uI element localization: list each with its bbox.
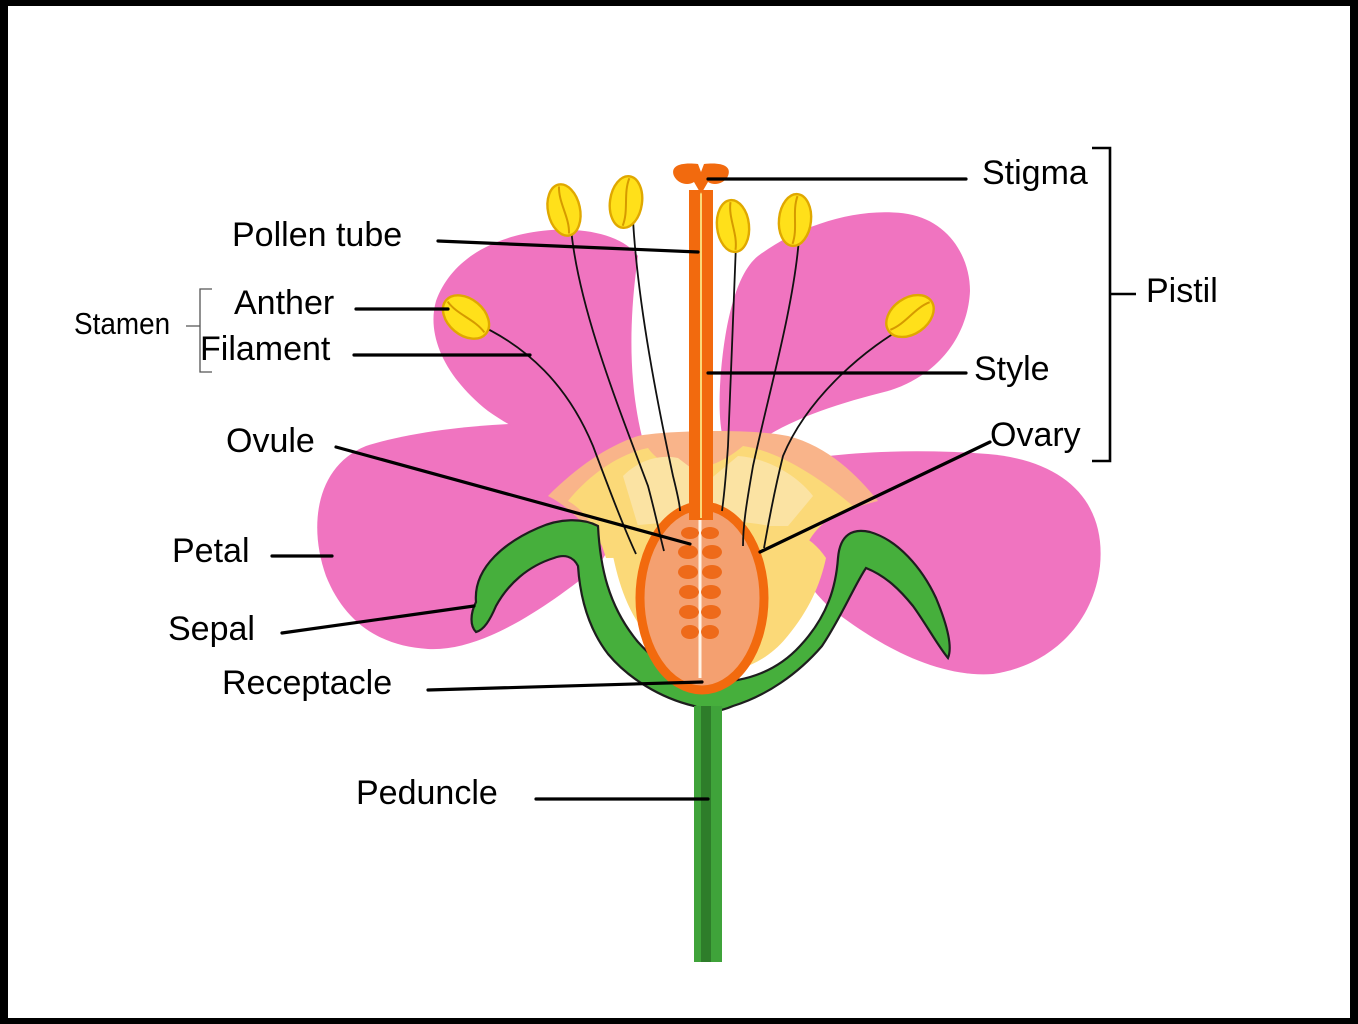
label-anther: Anther bbox=[234, 286, 334, 320]
pistil-bracket bbox=[1092, 148, 1136, 461]
label-stamen: Stamen bbox=[74, 308, 170, 339]
label-peduncle: Peduncle bbox=[356, 776, 498, 810]
ovary bbox=[640, 506, 764, 690]
label-sepal: Sepal bbox=[168, 612, 255, 646]
petal-upper-right bbox=[720, 212, 970, 461]
label-style: Style bbox=[974, 352, 1050, 386]
diagram-frame: Stigma Pollen tube Stamen Anther Filamen… bbox=[8, 6, 1350, 1018]
label-filament: Filament bbox=[200, 332, 330, 366]
label-ovule: Ovule bbox=[226, 424, 315, 458]
label-pollen-tube: Pollen tube bbox=[232, 218, 402, 252]
flower-diagram bbox=[8, 6, 1350, 1018]
label-ovary: Ovary bbox=[990, 418, 1081, 452]
peduncle-stem bbox=[694, 706, 722, 962]
label-petal: Petal bbox=[172, 534, 250, 568]
label-receptacle: Receptacle bbox=[222, 666, 392, 700]
label-pistil: Pistil bbox=[1146, 274, 1218, 308]
label-stigma: Stigma bbox=[982, 156, 1088, 190]
petal-upper-left bbox=[433, 230, 648, 462]
